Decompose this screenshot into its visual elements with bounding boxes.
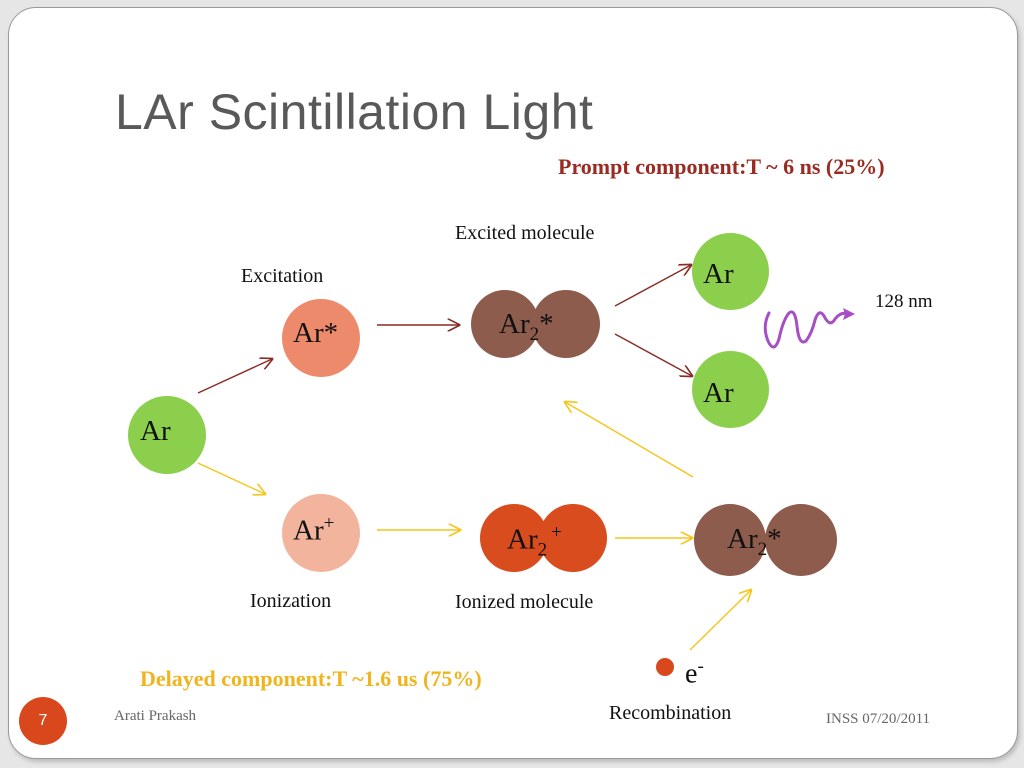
ar-ion-label: Ar+	[293, 513, 335, 547]
ar-ground-atom	[128, 396, 206, 474]
recombination-label: Recombination	[609, 702, 732, 724]
slide-title: LAr Scintillation Light	[115, 84, 594, 140]
arrow-molecule-to-ar-bottom	[614, 333, 692, 376]
prompt-component-label: Prompt component:T ~ 6 ns (25%)	[558, 154, 885, 179]
ar-product-top-atom	[692, 233, 769, 310]
footer-author: Arati Prakash	[114, 708, 197, 724]
ar-product-top-label: Ar	[703, 258, 734, 290]
ionized-molecule-atom-left	[480, 504, 548, 572]
excited-molecule-label: Excited molecule	[455, 222, 595, 244]
ionized-molecule-atom-right	[539, 504, 607, 572]
wavelength-label: 128 nm	[875, 291, 933, 312]
ionization-label: Ionization	[250, 590, 332, 612]
footer-event: INSS 07/20/2011	[826, 711, 931, 727]
ar-product-bottom-label: Ar	[703, 377, 734, 409]
arrow-electron-to-recombined	[689, 590, 751, 651]
diagram-arrows	[197, 8, 855, 651]
electron-dot	[656, 658, 674, 676]
arrow-recombined-to-excited-molecule	[565, 402, 694, 478]
recombined-molecule-label-text: Ar2*	[727, 523, 782, 560]
ar-excited-atom	[282, 299, 360, 377]
photon-arrowhead-icon	[843, 308, 855, 320]
slide: LAr Scintillation Light Prompt component…	[8, 7, 1018, 759]
photon-wave-icon	[763, 310, 851, 349]
recombined-molecule-atom-left	[694, 504, 766, 576]
ar-product-bottom-atom	[692, 351, 769, 428]
ionized-molecule-label: Ionized molecule	[455, 591, 594, 613]
ar-ground-label: Ar	[140, 415, 171, 447]
ar-ion-atom	[282, 494, 360, 572]
excited-molecule-atom-left	[471, 290, 539, 358]
ar-excited-label: Ar*	[293, 317, 339, 349]
arrow-molecule-to-ar-top	[614, 265, 691, 307]
excited-molecule-atom-right	[532, 290, 600, 358]
arrow-ar-to-ion	[197, 462, 265, 494]
ionized-molecule-label-text: Ar2+	[507, 522, 562, 561]
slide-number-badge: 7	[19, 697, 67, 745]
arrow-ar-to-excited	[197, 359, 272, 394]
excitation-label: Excitation	[241, 265, 324, 287]
delayed-component-label: Delayed component:T ~1.6 us (75%)	[140, 666, 482, 691]
excited-molecule-label-text: Ar2*	[499, 308, 554, 345]
recombined-molecule-atom-right	[765, 504, 837, 576]
electron-label: e-	[685, 656, 704, 690]
